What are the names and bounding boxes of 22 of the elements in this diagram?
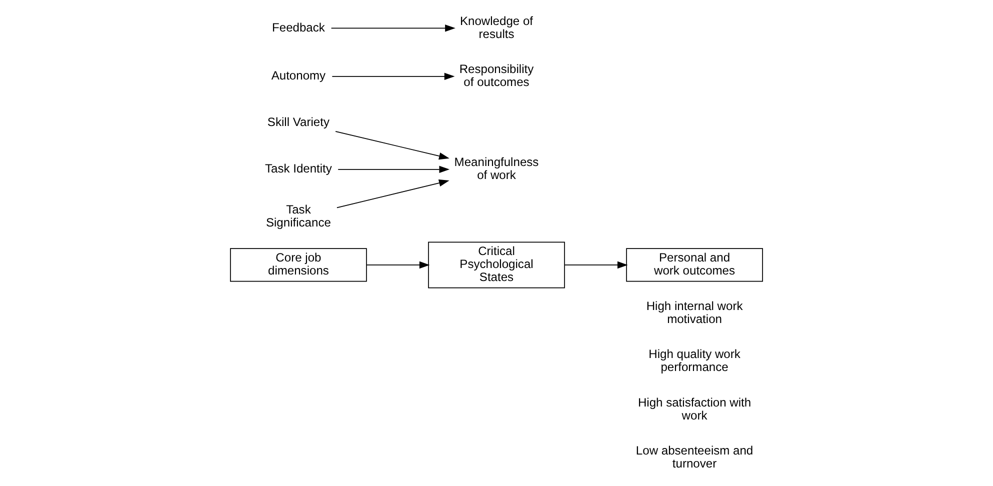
label: High satisfaction with work [638, 395, 752, 422]
node-text: Task Identity [264, 162, 332, 176]
arrow [335, 131, 450, 160]
node-text: Responsibility of outcomes [459, 62, 534, 90]
label: Low absenteeism and turnover [636, 444, 754, 470]
node-box: Critical Psychological States [428, 242, 565, 288]
node-text: Autonomy [271, 68, 326, 83]
arrow [564, 261, 628, 269]
node-text: Feedback [272, 20, 325, 34]
node-text: Meaningfulness of work [454, 155, 539, 182]
node-box: Core job dimensions [230, 248, 367, 282]
arrow [366, 261, 430, 269]
arrow [332, 72, 455, 80]
node-text: Skill Variety [267, 115, 330, 130]
label: High quality work performance [648, 347, 740, 374]
arrow [330, 24, 456, 32]
arrow [338, 166, 450, 173]
label: High internal work motivation [646, 298, 743, 326]
node-box: Personal and work outcomes [626, 248, 763, 282]
node-text: Knowledge of results [460, 14, 534, 41]
arrow [336, 179, 450, 208]
node-text: Task Significance [266, 202, 331, 230]
